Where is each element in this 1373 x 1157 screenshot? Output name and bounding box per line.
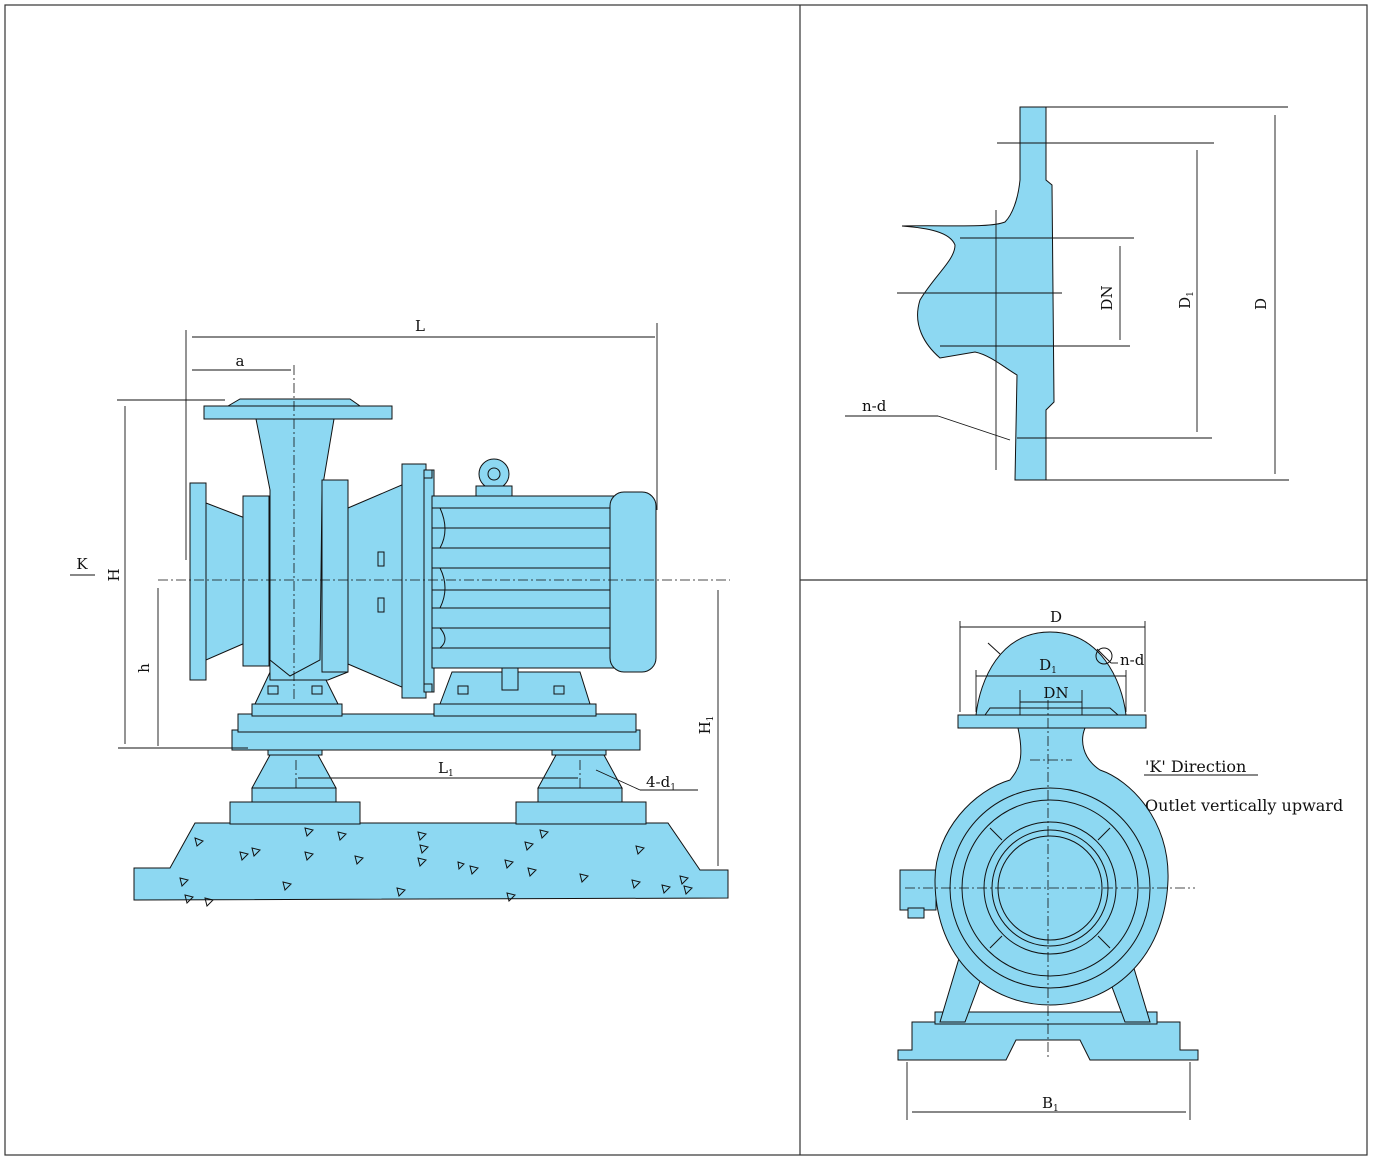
front-label-D1: D1: [1039, 656, 1057, 676]
label-L1: L1: [438, 759, 454, 779]
label-K: K: [76, 555, 88, 573]
outlet-direction-note: Outlet vertically upward: [1145, 796, 1343, 815]
side-view: L a K H h H1 L1 4-d1: [70, 317, 730, 907]
bolt-hole-symbol: [1095, 647, 1113, 665]
anchor-bolts: [267, 469, 565, 695]
junction-box: [899, 869, 937, 911]
front-outlet-flange: [957, 714, 1147, 729]
label-4-d1: 4-d1: [646, 773, 676, 793]
front-label-n-d: n-d: [1120, 651, 1145, 669]
drawing-frame: [4, 4, 1368, 1156]
base-plate: [231, 729, 641, 751]
pedestal-left: [229, 801, 361, 825]
label-a: a: [236, 352, 245, 370]
front-dimension-lines: [906, 621, 1258, 1120]
flange-section: [901, 106, 1055, 481]
label-h: h: [135, 663, 153, 673]
isolator-left: [251, 754, 337, 789]
motor-end-cap: [609, 491, 657, 673]
label-D: D: [1252, 298, 1270, 310]
front-center-lines: [905, 700, 1195, 1058]
front-base: [897, 1021, 1199, 1061]
label-DN: DN: [1098, 285, 1116, 310]
concrete-aggregate-marks: [179, 827, 693, 907]
k-direction-note: 'K' Direction: [1145, 757, 1246, 776]
motor-body: [431, 495, 615, 669]
front-flange-dome: [975, 631, 1127, 716]
label-L: L: [415, 317, 425, 335]
label-D1: D1: [1176, 291, 1196, 309]
label-n-d: n-d: [862, 397, 887, 415]
dimension-lines: [70, 323, 719, 866]
label-H: H: [105, 568, 123, 581]
flange-detail: DN D1 D n-d: [845, 106, 1289, 481]
front-label-D: D: [1050, 608, 1062, 626]
discharge-neck: [255, 418, 335, 677]
center-lines: [158, 365, 730, 790]
front-view: D D1 DN n-d 'K' Direction Outlet vertica…: [897, 608, 1343, 1120]
suction-flange: [189, 482, 207, 681]
lifting-eye: [478, 458, 510, 490]
bearing-bracket: [347, 483, 405, 689]
front-label-B1: B1: [1042, 1094, 1059, 1114]
front-label-DN: DN: [1043, 684, 1068, 702]
pedestal-right: [515, 801, 647, 825]
discharge-flange: [203, 405, 393, 420]
ground-strip: [133, 822, 729, 901]
label-H1: H1: [696, 716, 716, 735]
motor-cooling-fins: [432, 507, 610, 649]
flange-dimension-lines: [845, 106, 1289, 481]
suction-cone: [205, 502, 246, 661]
